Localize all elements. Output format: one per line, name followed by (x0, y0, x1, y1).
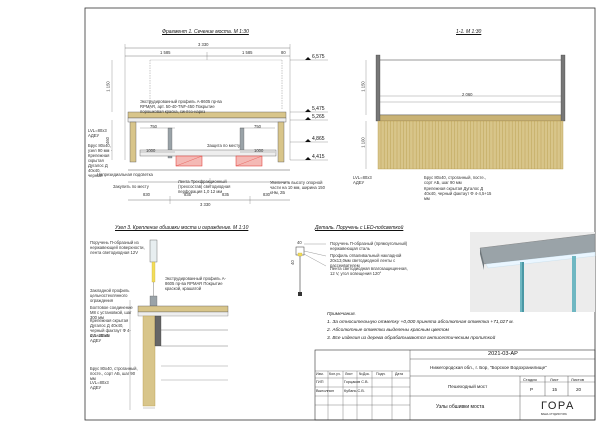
label-d-prof: Профиль отваливальный накладной 20x13,0м… (330, 253, 402, 268)
dim-bottom-4: 830 (263, 192, 270, 197)
level-4415: 4,415 (312, 154, 325, 160)
dim-bottom-1: 830 (143, 192, 150, 197)
level-6575: 6,575 (312, 54, 325, 60)
label-s11-brus: Брус 80x40, строганный, посте., сорт АБ,… (424, 175, 487, 185)
label-d-dim2: 40 (289, 260, 295, 265)
tb-sheet-hdr: Лист (550, 377, 559, 382)
note-3: 3. Все изделия из дерева обрабатываются … (327, 336, 496, 341)
section11-drawing (365, 54, 566, 170)
tb-h-podp: Подп. (376, 372, 386, 376)
tb-h-doc: №Док. (359, 372, 370, 376)
level-4865: 4,865 (312, 136, 325, 142)
label-frag1-brus: Брус 80x40, узел 90 мм · Крепежная скрыт… (88, 143, 112, 178)
detail-handrail-drawing (295, 243, 327, 296)
title-detail: Деталь. Поручень с LED-подсветкой (315, 225, 404, 231)
title-section11: 1-1. М 1:30 (456, 29, 482, 35)
label-frag1-lenta: Лента Трехфракционный (трехсостав) свето… (178, 179, 231, 194)
tb-stage-hdr: Стадия (523, 377, 537, 382)
label-n3-krep: Крепежная скрытая Дугалос Д 40x40, черны… (90, 318, 131, 338)
label-frag1-zash: Защита по месту (207, 143, 241, 148)
label-s11-krep: Крепежная скрытая Дугалос Д 40x40, черны… (424, 186, 492, 201)
fragment1-section-drawing (111, 44, 328, 204)
node3-drawing (129, 239, 229, 410)
tb-h-date: Дата (395, 372, 403, 376)
label-n3-brus: Брус 80x40, строганный, посте., сорт АБ,… (90, 366, 138, 381)
tb-name2: Кубань С.В. (344, 389, 365, 393)
company-sub: ВАША СТУДИЯ ГОРА (541, 413, 567, 416)
label-frag1-lvl: LVL=80x3 АДЕУ (88, 128, 107, 138)
tb-address: Нижегородская обл., г. Бор, "Борское Вод… (430, 365, 547, 370)
tb-name1: Горцаков С.В. (344, 380, 369, 384)
label-n3-zakl: Закладной профиль цельностеклянного огра… (90, 288, 130, 303)
dim-s11-width: 2 060 (462, 92, 473, 97)
title-block (314, 349, 596, 421)
tb-h-list: Лист (345, 372, 353, 376)
dim-span-3: 80 (281, 50, 286, 55)
tb-sheets: 20 (576, 387, 582, 392)
tb-role1: ГИП (316, 380, 324, 384)
dim-height-1: 1 150 (105, 81, 111, 92)
slat-lines (380, 121, 561, 169)
label-n3-bolt: Болтовое соединение М8 с установкой, шаг… (90, 305, 133, 320)
dim-bottom-3: 835 (222, 192, 229, 197)
company-logo: ГОРА (541, 400, 575, 412)
label-n3-lvl: LVL=80x3 АДЕУ (90, 333, 109, 343)
label-d-poruch: Поручень П-образный (прямоугольный) нерж… (330, 241, 408, 251)
title-node3: Узел 3. Крепление обшивки моста и огражд… (115, 225, 249, 231)
tb-h-izm: Изм. (316, 372, 324, 376)
dim-inner-4: 1000 (254, 148, 264, 153)
label-n3-profile: Экструдированный профиль A-8605 пр-ва RP… (165, 276, 226, 291)
notes-heading: Примечания. (327, 312, 356, 317)
dim-inner-3: 1000 (146, 148, 156, 153)
dim-bottom-total: 3 330 (200, 202, 211, 207)
label-frag1-zag: Закупить по месту (113, 184, 149, 189)
label-frag1-walk: Непрезидиальная подсветка (97, 172, 153, 177)
dim-span-1: 1 585 (160, 50, 171, 55)
tb-sheet-title: Узлы обшивки моста (436, 404, 485, 410)
level-5475: 5,475 (312, 106, 325, 112)
dim-bottom-2: 835 (184, 192, 191, 197)
tb-h-kol: Кол.уч. (329, 372, 341, 376)
dim-s11-height-1: 1 150 (360, 81, 366, 92)
dim-span-2: 1 585 (242, 50, 253, 55)
label-d-dim1: 40 (297, 240, 302, 245)
handrail-3d-render (470, 232, 596, 312)
note-1: 1. За относительную отметку +0,000 приня… (327, 320, 514, 325)
tb-code: 2021-03-АР (488, 351, 518, 357)
label-frag1-profile: Экструдированный профиль A-8605 пр-ва RP… (140, 99, 222, 114)
title-fragment1: Фрагмент 1. Сечение моста. М 1:30 (162, 29, 249, 35)
label-frag1-uvel: Увеличить высоту опорной части на 10 мм,… (270, 180, 325, 195)
dim-s11-height-2: 1 100 (360, 137, 366, 148)
level-5265: 5,265 (312, 114, 325, 120)
dim-inner-2: 750 (254, 124, 261, 129)
label-d-lenta: Лента светодиодная влагозащищенная, 12 V… (330, 266, 408, 276)
label-n3-poruch: Поручень П-образный из нержавеющей повер… (90, 240, 145, 255)
tb-stage: Р (530, 387, 534, 392)
tb-sheets-hdr: Листов (571, 377, 584, 382)
dim-inner-1: 750 (150, 124, 157, 129)
label-s11-lvl: LVL=80x3 АДЕУ (353, 175, 372, 185)
note-2: 2. Абсолютные отметки выделены красным ц… (327, 328, 449, 333)
tb-role2: Выполнил (316, 389, 334, 393)
tb-sheet: 15 (552, 387, 558, 392)
tb-object: Пешеходный мост (448, 384, 488, 389)
dim-total-width: 3 330 (198, 42, 209, 47)
label-n3-lvl2: LVL=80x3 АДЕУ (90, 380, 109, 390)
